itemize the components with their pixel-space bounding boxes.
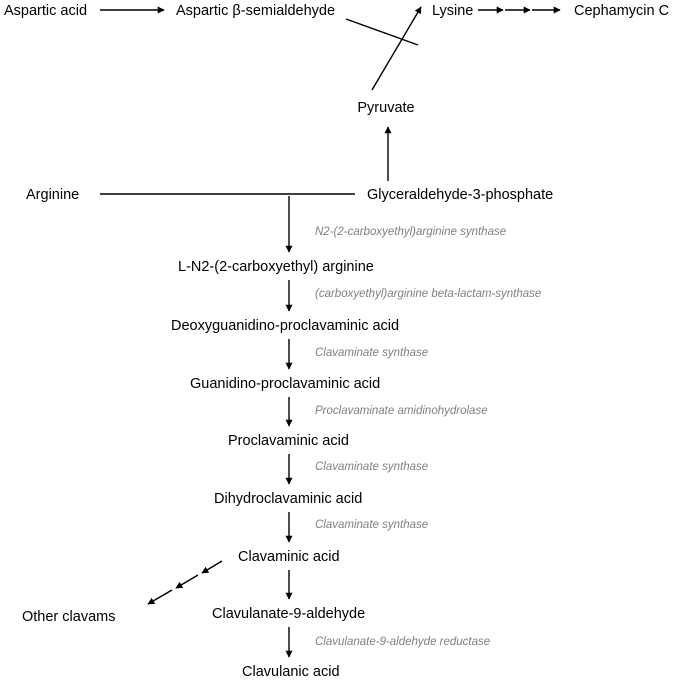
node-carboxyethyl-arginine: L-N2-(2-carboxyethyl) arginine: [178, 259, 374, 275]
node-clavulanic-acid: Clavulanic acid: [242, 664, 340, 680]
node-lysine: Lysine: [432, 3, 473, 19]
node-guanidino-proclavaminic-acid: Guanidino-proclavaminic acid: [190, 376, 380, 392]
node-deoxyguanidino-proclavaminic-acid: Deoxyguanidino-proclavaminic acid: [171, 318, 399, 334]
arrow-to-other-clavams-1: [201, 560, 223, 574]
node-clavulanate-9-aldehyde: Clavulanate-9-aldehyde: [212, 606, 365, 622]
node-aspartic-acid: Aspartic acid: [4, 3, 87, 19]
enzyme-step-4: Proclavaminate amidinohydrolase: [315, 405, 488, 417]
node-clavaminic-acid: Clavaminic acid: [238, 549, 340, 565]
enzyme-step-7: Clavulanate-9-aldehyde reductase: [315, 636, 490, 648]
node-glyceraldehyde-3-phosphate: Glyceraldehyde-3-phosphate: [367, 187, 553, 203]
node-arginine: Arginine: [26, 187, 79, 203]
enzyme-step-1: N2-(2-carboxyethyl)arginine synthase: [315, 226, 506, 238]
node-pyruvate: Pyruvate: [357, 100, 414, 116]
node-cephamycin-c: Cephamycin C: [574, 3, 669, 19]
enzyme-step-6: Clavaminate synthase: [315, 519, 428, 531]
enzyme-step-5: Clavaminate synthase: [315, 461, 428, 473]
enzyme-step-2: (carboxyethyl)arginine beta-lactam-synth…: [315, 288, 541, 300]
node-proclavaminic-acid: Proclavaminic acid: [228, 433, 349, 449]
line-semialdehyde-to-junction: [345, 18, 419, 46]
node-aspartic-semialdehyde: Aspartic β-semialdehyde: [176, 3, 335, 19]
arrow-to-other-clavams-3: [147, 589, 173, 605]
enzyme-step-3: Clavaminate synthase: [315, 347, 428, 359]
node-other-clavams: Other clavams: [22, 609, 115, 625]
arrow-pyruvate-to-lysine: [371, 6, 422, 91]
arrow-to-other-clavams-2: [175, 574, 199, 589]
node-dihydroclavaminic-acid: Dihydroclavaminic acid: [214, 491, 362, 507]
